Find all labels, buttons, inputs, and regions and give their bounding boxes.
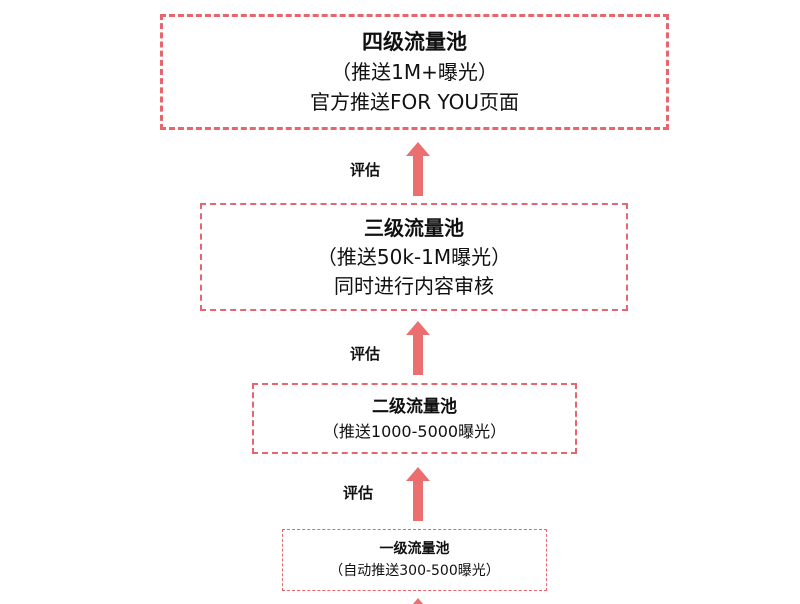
pool-title: 四级流量池	[362, 30, 467, 54]
pool-level-2: 二级流量池 （推送1000-5000曝光）	[252, 383, 577, 454]
pool-level-4: 四级流量池 （推送1M+曝光） 官方推送FOR YOU页面	[160, 14, 669, 130]
up-arrow-icon	[406, 467, 430, 521]
pool-detail: （推送1000-5000曝光）	[322, 421, 507, 441]
evaluate-label: 评估	[350, 345, 381, 363]
pool-detail: （推送1M+曝光）	[331, 60, 498, 84]
pool-title: 一级流量池	[379, 541, 450, 557]
pool-detail: （自动推送300-500曝光）	[329, 563, 500, 579]
up-arrow-icon	[406, 598, 430, 604]
pool-level-1: 一级流量池 （自动推送300-500曝光）	[282, 529, 547, 591]
pool-title: 二级流量池	[372, 396, 457, 417]
pool-title: 三级流量池	[364, 216, 464, 240]
up-arrow-icon	[406, 142, 430, 196]
up-arrow-icon	[406, 321, 430, 375]
pool-detail: （推送50k-1M曝光）	[316, 245, 512, 269]
evaluate-label: 评估	[343, 484, 374, 502]
evaluate-label: 评估	[350, 161, 381, 179]
pool-level-3: 三级流量池 （推送50k-1M曝光） 同时进行内容审核	[200, 203, 628, 311]
pool-detail: 官方推送FOR YOU页面	[309, 90, 519, 114]
pool-detail: 同时进行内容审核	[334, 274, 494, 298]
